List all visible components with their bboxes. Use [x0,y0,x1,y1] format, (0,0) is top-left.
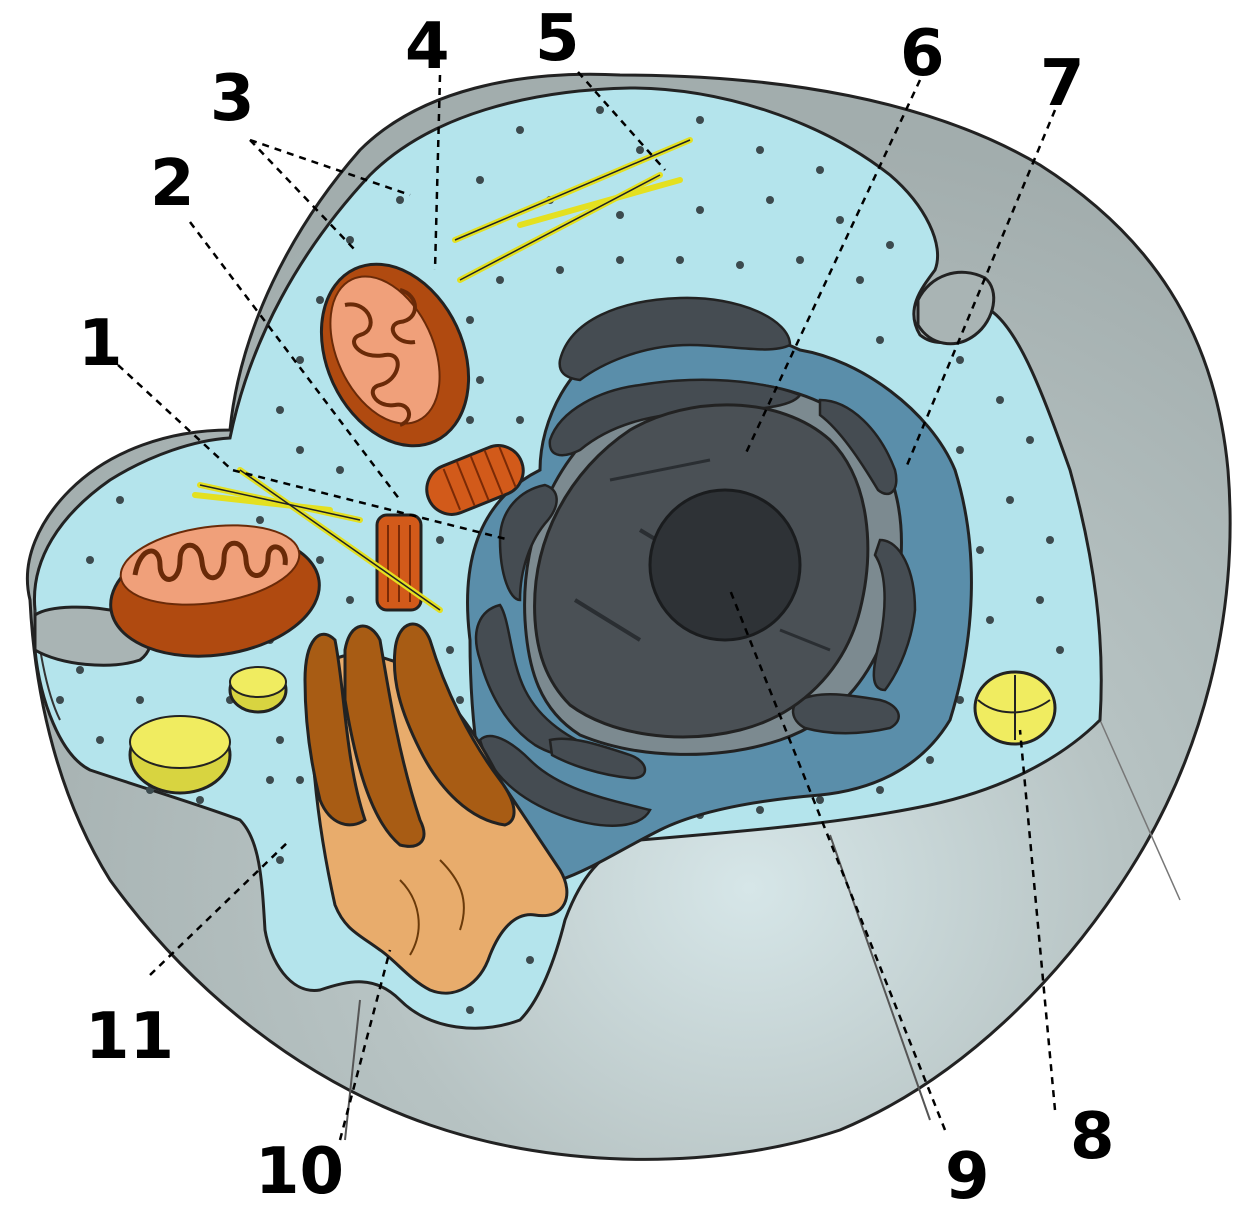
granule-dot [296,356,304,364]
granule-dot [476,376,484,384]
label-8: 8 [1070,1100,1115,1174]
granule-dot [466,416,474,424]
granule-dot [616,256,624,264]
granule-dot [856,276,864,284]
granule-dot [336,466,344,474]
granule-dot [476,176,484,184]
granule-dot [836,216,844,224]
granule-dot [316,296,324,304]
granule-dot [496,276,504,284]
granule-dot [1006,496,1014,504]
granule-dot [396,196,404,204]
granule-dot [556,266,564,274]
granule-dot [276,736,284,744]
granule-dot [816,796,824,804]
vesicle-large [130,716,230,793]
granule-dot [466,1006,474,1014]
granule-dot [436,536,444,544]
granule-dot [296,776,304,784]
granule-dot [956,356,964,364]
granule-dot [456,696,464,704]
nucleolus [650,490,800,640]
granule-dot [526,956,534,964]
granule-dot [986,616,994,624]
granule-dot [76,666,84,674]
lysosome-right [975,672,1055,744]
granule-dot [266,776,274,784]
granule-dot [886,241,894,249]
granule-dot [676,256,684,264]
label-4: 4 [405,10,450,84]
granule-dot [956,446,964,454]
granule-dot [616,211,624,219]
granule-dot [56,696,64,704]
granule-dot [466,316,474,324]
granule-dot [876,336,884,344]
label-2: 2 [150,147,195,221]
granule-dot [816,166,824,174]
label-3: 3 [210,62,255,136]
granule-dot [116,496,124,504]
label-11: 11 [85,1000,174,1074]
granule-dot [1036,596,1044,604]
granule-dot [596,106,604,114]
granule-dot [1026,436,1034,444]
label-10: 10 [255,1135,344,1205]
granule-dot [516,416,524,424]
granule-dot [276,856,284,864]
label-6: 6 [900,17,945,91]
granule-dot [1056,646,1064,654]
granule-dot [1046,536,1054,544]
granule-dot [446,646,454,654]
granule-dot [696,206,704,214]
granule-dot [346,596,354,604]
granule-dot [346,236,354,244]
label-5: 5 [535,2,580,76]
granule-dot [276,406,284,414]
granule-dot [756,146,764,154]
granule-dot [636,146,644,154]
granule-dot [996,396,1004,404]
vesicle-small [230,667,286,712]
granule-dot [256,516,264,524]
granule-dot [516,126,524,134]
granule-dot [736,261,744,269]
label-1: 1 [78,307,123,381]
granule-dot [976,546,984,554]
granule-dot [766,196,774,204]
label-9: 9 [945,1140,990,1205]
granule-dot [86,556,94,564]
granule-dot [196,796,204,804]
centriole-vertical [377,515,421,610]
granule-dot [756,806,764,814]
granule-dot [876,786,884,794]
granule-dot [136,696,144,704]
granule-dot [96,736,104,744]
granule-dot [926,756,934,764]
label-7: 7 [1040,47,1085,121]
granule-dot [796,256,804,264]
granule-dot [316,556,324,564]
granule-dot [696,116,704,124]
granule-dot [296,446,304,454]
